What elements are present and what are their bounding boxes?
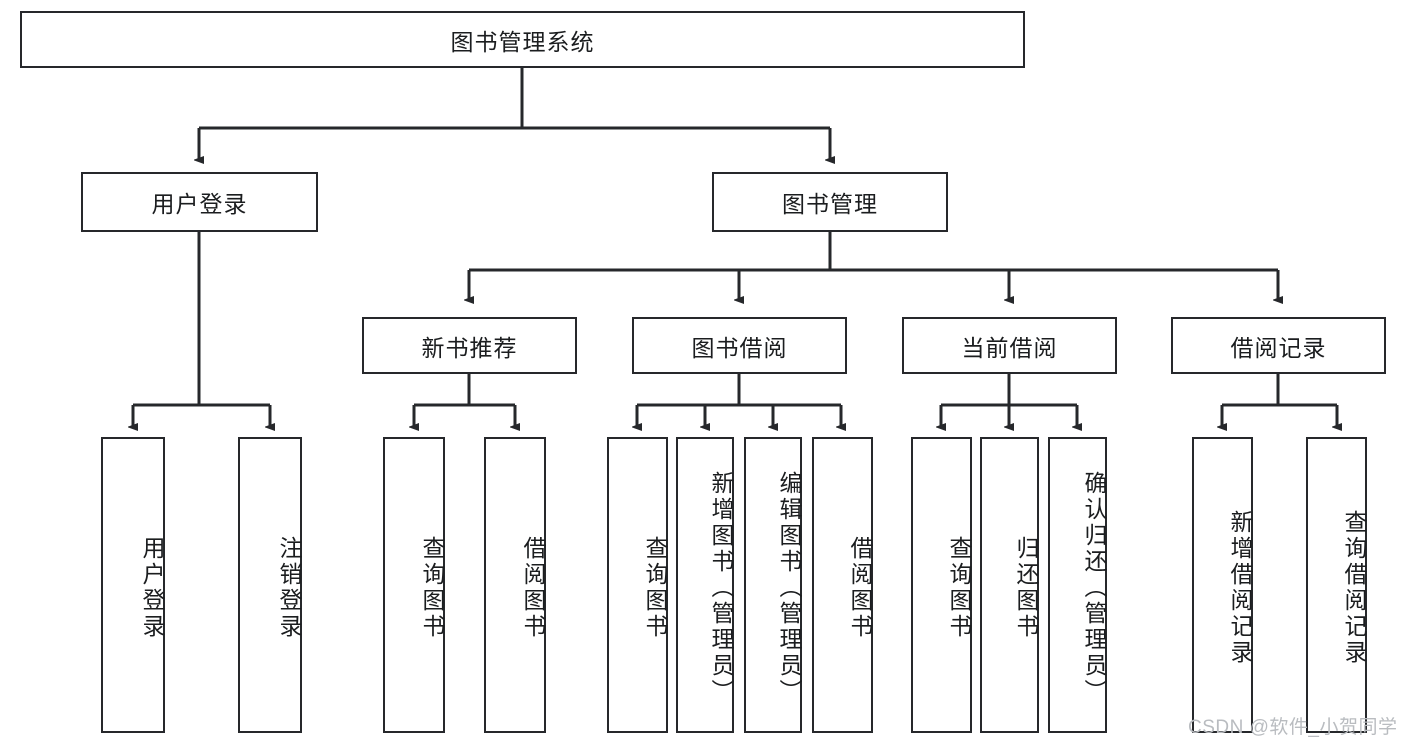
node-book-management[interactable]: 图书管理 — [712, 172, 948, 232]
csdn-watermark: CSDN @软件_小贺同学 — [1188, 717, 1398, 738]
leaf-logout-label: 注销登录 — [276, 536, 302, 640]
node-root[interactable]: 图书管理系统 — [20, 11, 1025, 68]
leaf-cb-query-book[interactable]: 查询图书 — [911, 437, 972, 733]
leaf-nb-borrow-book[interactable]: 借阅图书 — [484, 437, 546, 733]
leaf-cb-confirm-return-admin-label: 确认归还（管理员） — [1081, 471, 1107, 705]
leaf-bw-borrow-book-label: 借阅图书 — [847, 536, 873, 640]
node-borrow-record[interactable]: 借阅记录 — [1171, 317, 1386, 374]
node-new-book-recommend-label: 新书推荐 — [421, 334, 518, 361]
node-root-label: 图书管理系统 — [450, 28, 595, 55]
leaf-rc-query-record[interactable]: 查询借阅记录 — [1306, 437, 1367, 733]
node-user-login[interactable]: 用户登录 — [81, 172, 318, 232]
leaf-rc-add-record[interactable]: 新增借阅记录 — [1192, 437, 1253, 733]
leaf-bw-add-book-admin[interactable]: 新增图书（管理员） — [676, 437, 734, 733]
node-book-management-label: 图书管理 — [782, 191, 878, 217]
leaf-bw-add-book-admin-label: 新增图书（管理员） — [708, 471, 734, 705]
leaf-bw-edit-book-admin[interactable]: 编辑图书（管理员） — [744, 437, 802, 733]
node-borrow-record-label: 借阅记录 — [1230, 334, 1327, 361]
node-current-borrow[interactable]: 当前借阅 — [902, 317, 1117, 374]
leaf-rc-query-record-label: 查询借阅记录 — [1341, 510, 1367, 666]
leaf-cb-query-book-label: 查询图书 — [946, 536, 972, 640]
leaf-cb-return-book-label: 归还图书 — [1013, 536, 1039, 640]
leaf-bw-query-book-label: 查询图书 — [642, 536, 668, 640]
leaf-bw-borrow-book[interactable]: 借阅图书 — [812, 437, 873, 733]
leaf-bw-edit-book-admin-label: 编辑图书（管理员） — [776, 471, 802, 705]
node-new-book-recommend[interactable]: 新书推荐 — [362, 317, 577, 374]
leaf-user-login-label: 用户登录 — [139, 536, 165, 640]
leaf-nb-query-book-label: 查询图书 — [419, 536, 445, 640]
leaf-cb-return-book[interactable]: 归还图书 — [980, 437, 1039, 733]
leaf-nb-borrow-book-label: 借阅图书 — [520, 536, 546, 640]
leaf-rc-add-record-label: 新增借阅记录 — [1227, 510, 1253, 666]
leaf-bw-query-book[interactable]: 查询图书 — [607, 437, 668, 733]
leaf-nb-query-book[interactable]: 查询图书 — [383, 437, 445, 733]
leaf-cb-confirm-return-admin[interactable]: 确认归还（管理员） — [1048, 437, 1107, 733]
leaf-user-login[interactable]: 用户登录 — [101, 437, 165, 733]
node-current-borrow-label: 当前借阅 — [961, 334, 1058, 361]
leaf-logout[interactable]: 注销登录 — [238, 437, 302, 733]
node-book-borrow[interactable]: 图书借阅 — [632, 317, 847, 374]
node-book-borrow-label: 图书借阅 — [691, 334, 788, 361]
node-user-login-label: 用户登录 — [151, 191, 248, 217]
